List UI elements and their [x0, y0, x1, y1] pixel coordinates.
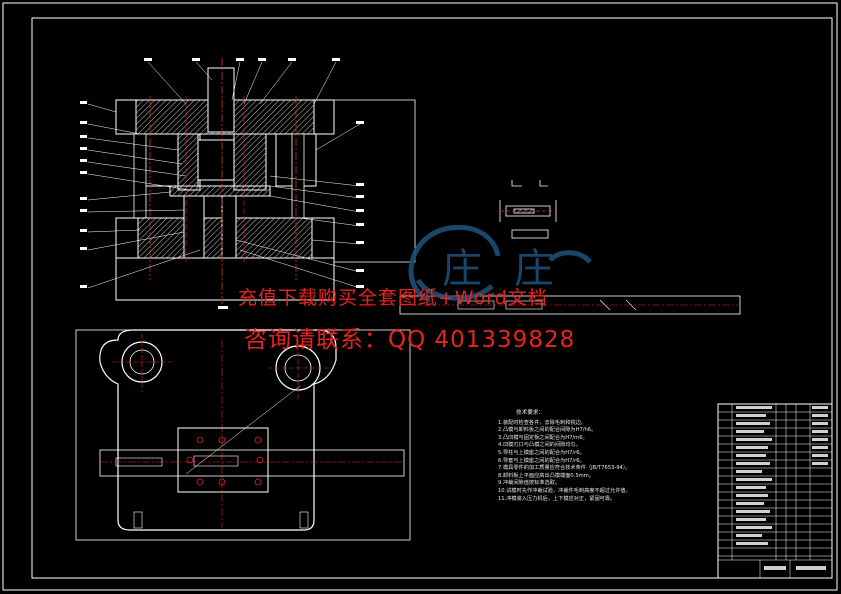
logo-glyph: 庄	[442, 246, 482, 292]
technical-requirements-title: 技术要求：	[516, 410, 544, 416]
title-block	[717, 403, 833, 579]
plan-view	[75, 329, 411, 541]
note-item: 8.卸料板上平面应高出凸模端面0.5mm。	[498, 472, 594, 479]
note-item: 5.导柱与上模座之间的配合为H7/r6。	[498, 449, 585, 456]
watermark-contact-text: 咨询请联系：QQ 401339828	[244, 327, 576, 353]
note-item: 9.冲裁间隙值按标准选取。	[498, 480, 561, 487]
note-item: 10.试模时先作冲裁试验，冲裁件毛刺高度不超过允许值。	[498, 487, 631, 494]
note-item: 1.装配时检查各件，去除毛刺和锐边。	[498, 419, 586, 426]
note-item: 11.冲模装入压力机后，上下模应对正，紧固可靠。	[498, 495, 616, 502]
technical-requirements: 技术要求： 1.装配时检查各件，去除毛刺和锐边。 2.凸模与卸料板之间的配合间隙…	[498, 410, 631, 503]
sheet-inner-border	[31, 17, 833, 579]
note-item: 2.凸模与卸料板之间的配合间隙为H7/h6。	[498, 427, 597, 434]
part-detail	[499, 180, 557, 239]
note-item: 7.模具零件的加工质量应符合技术条件（JB/T7653-94）。	[498, 465, 631, 472]
strip-layout	[399, 295, 741, 315]
front-section-view	[80, 58, 416, 309]
note-item: 6.导套与上模座之间的配合为H7/r6。	[498, 457, 585, 464]
logo-watermark	[408, 224, 592, 303]
watermark-purchase-text: 充值下载购买全套图纸+Word文档	[238, 287, 548, 309]
logo-glyph-secondary: 庄	[514, 246, 554, 292]
note-item: 3.凸凹模与固定板之间配合为H7/m6。	[498, 434, 588, 441]
note-item: 4.凹模刃口与凸模之间的间隙均匀。	[498, 442, 581, 449]
